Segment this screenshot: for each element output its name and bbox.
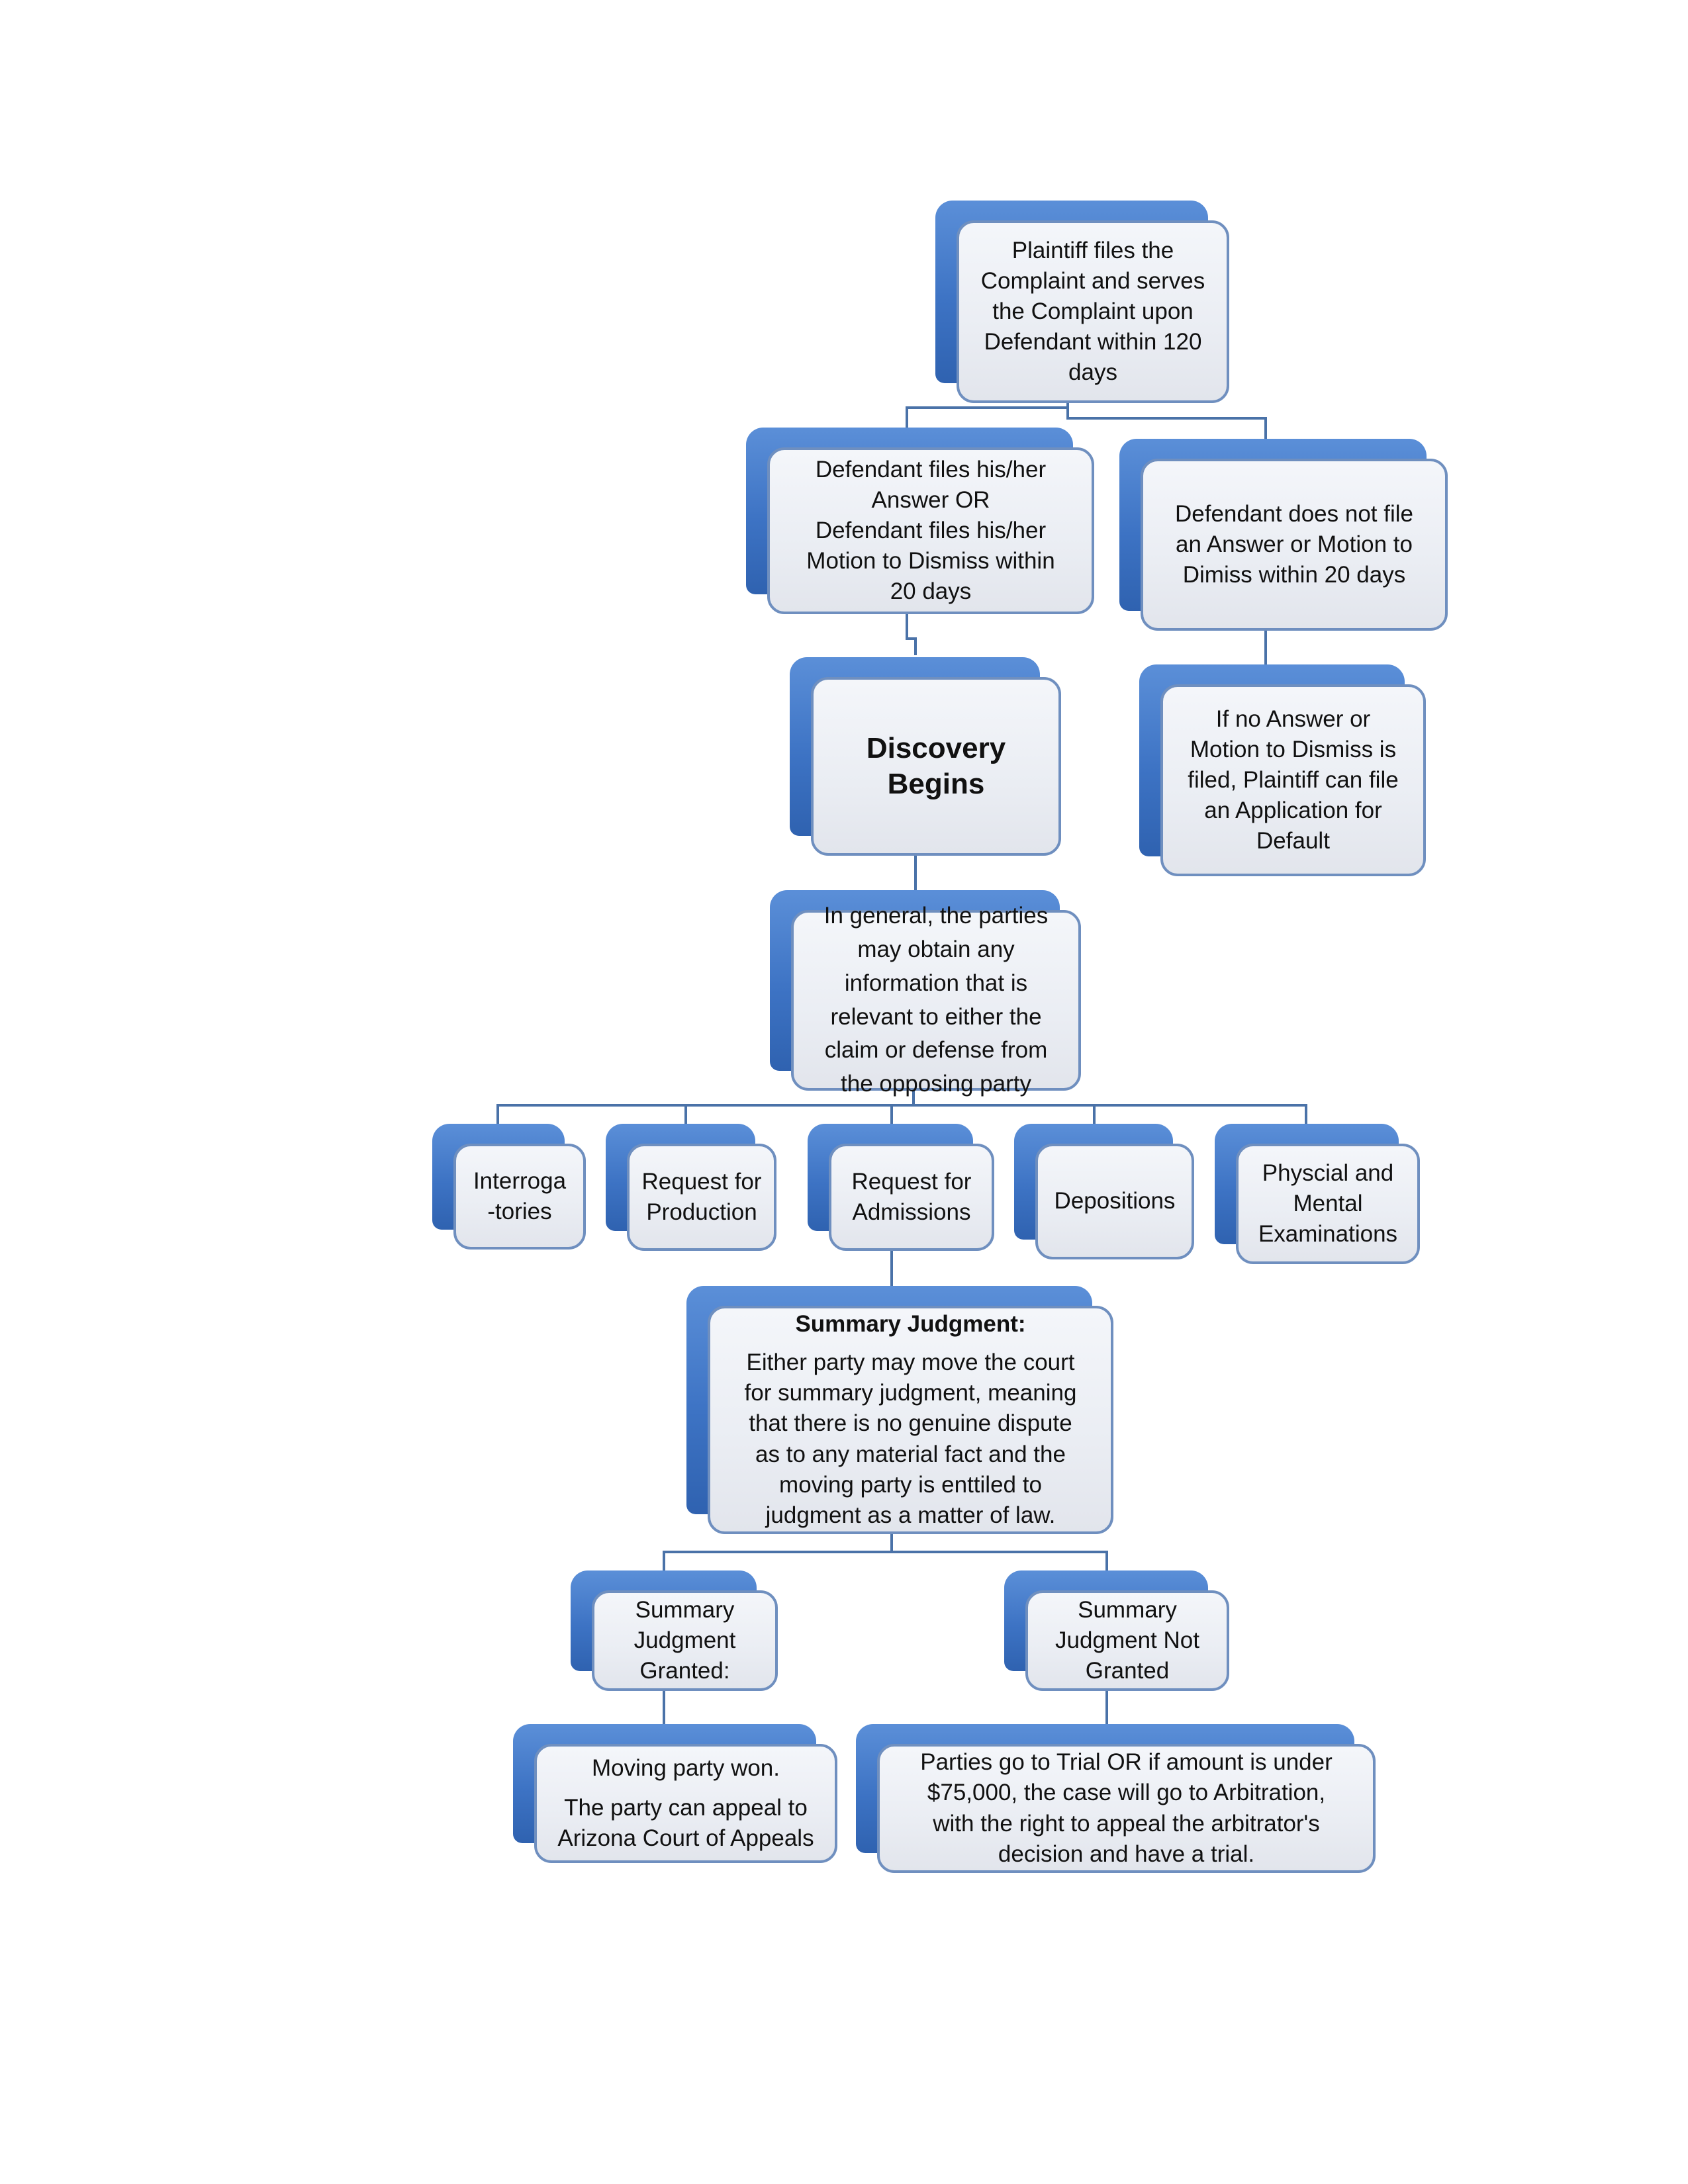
node-sj-not-granted: Summary Judgment Not Granted bbox=[1004, 1570, 1229, 1691]
node-interrogatories: Interroga -tories bbox=[432, 1124, 586, 1250]
node-label: In general, the parties may obtain any i… bbox=[823, 903, 1049, 1097]
node-discovery-begins: Discovery Begins bbox=[790, 657, 1061, 856]
node-label: Request for Admissions bbox=[851, 1168, 972, 1225]
node-label: Request for Production bbox=[641, 1168, 762, 1225]
connector-answers-to-discovery bbox=[906, 614, 917, 655]
node-moving-party-won: Moving party won. The party can appeal t… bbox=[513, 1724, 837, 1863]
node-examinations: Physcial and Mental Examinations bbox=[1215, 1124, 1420, 1264]
node-depositions: Depositions bbox=[1014, 1124, 1194, 1259]
connector-scope-to-methods bbox=[496, 1091, 1307, 1125]
connector-sj-to-outcomes bbox=[663, 1532, 1108, 1572]
node-label: Summary Judgment Granted: bbox=[633, 1596, 736, 1684]
moving-party-won-text: Moving party won. bbox=[591, 1754, 780, 1781]
node-label: Defendant does not file an Answer or Mot… bbox=[1175, 500, 1413, 588]
node-label: Depositions bbox=[1054, 1188, 1176, 1214]
node-defendant-no-answer: Defendant does not file an Answer or Mot… bbox=[1119, 439, 1448, 631]
node-defendant-answers: Defendant files his/her Answer OR Defend… bbox=[746, 428, 1094, 614]
appeal-text: The party can appeal to Arizona Court of… bbox=[557, 1794, 814, 1852]
node-label: Defendant files his/her Answer OR Defend… bbox=[806, 456, 1055, 605]
summary-judgment-heading: Summary Judgment: bbox=[795, 1310, 1026, 1337]
node-sj-granted: Summary Judgment Granted: bbox=[571, 1570, 778, 1691]
node-label: Discovery Begins bbox=[866, 732, 1006, 800]
node-label: Interroga -tories bbox=[473, 1167, 567, 1224]
node-trial-or-arbitration: Parties go to Trial OR if amount is unde… bbox=[856, 1724, 1376, 1873]
summary-judgment-body: Either party may move the court for summ… bbox=[744, 1349, 1077, 1528]
node-label: Parties go to Trial OR if amount is unde… bbox=[920, 1749, 1333, 1867]
node-request-admissions: Request for Admissions bbox=[808, 1124, 994, 1251]
node-label: If no Answer or Motion to Dismiss is fil… bbox=[1188, 705, 1399, 854]
node-label: Plaintiff files the Complaint and serves… bbox=[980, 237, 1205, 386]
node-label: Physcial and Mental Examinations bbox=[1258, 1160, 1398, 1248]
node-default-application: If no Answer or Motion to Dismiss is fil… bbox=[1139, 664, 1426, 876]
node-plaintiff-files: Plaintiff files the Complaint and serves… bbox=[935, 201, 1229, 403]
node-label: Summary Judgment Not Granted bbox=[1055, 1596, 1199, 1684]
connector-plaintiff-to-no-answer bbox=[1066, 397, 1267, 442]
node-discovery-scope: In general, the parties may obtain any i… bbox=[770, 890, 1081, 1097]
node-summary-judgment: Summary Judgment: Either party may move … bbox=[686, 1286, 1113, 1534]
node-request-production: Request for Production bbox=[606, 1124, 776, 1251]
